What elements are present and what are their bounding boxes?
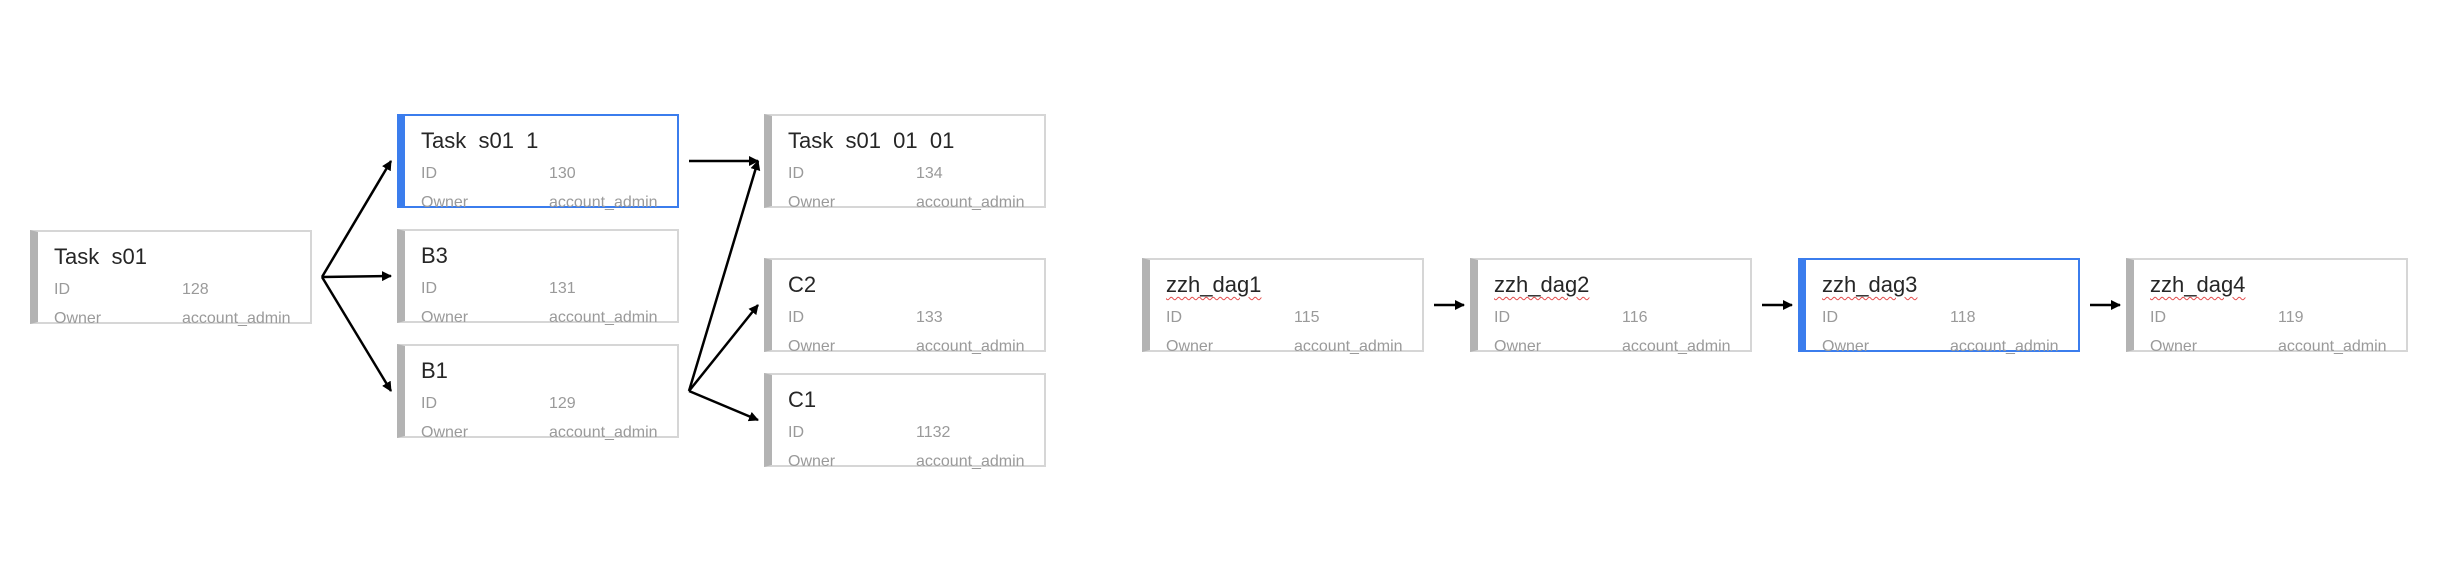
node-id-value: 129	[549, 395, 576, 412]
node-id-value: 119	[2278, 309, 2304, 326]
node-id-value: 1132	[916, 424, 951, 441]
node-id-label: ID	[788, 309, 804, 326]
dag-node-task-s01[interactable]: Task s01 ID 128 Owner account_admin	[30, 230, 312, 327]
node-owner-label: Owner	[1166, 338, 1214, 355]
node-title: Task s01	[54, 244, 147, 269]
node-owner-label: Owner	[54, 310, 102, 327]
node-owner-label: Owner	[2150, 338, 2198, 355]
node-title: B1	[421, 358, 448, 383]
dag-node-zzh-dag3[interactable]: zzh_dag3 ID 118 Owner account_admin	[1798, 258, 2080, 355]
node-title: zzh_dag1	[1166, 272, 1262, 297]
node-id-label: ID	[788, 165, 804, 182]
node-id-label: ID	[1822, 309, 1838, 326]
node-owner-value: account_admin	[549, 309, 658, 326]
dag-node-zzh-dag1[interactable]: zzh_dag1 ID 115 Owner account_admin	[1142, 258, 1424, 355]
node-id-value: 128	[182, 281, 209, 298]
node-id-value: 118	[1950, 309, 1976, 326]
node-owner-label: Owner	[1822, 338, 1870, 355]
node-id-value: 133	[916, 309, 943, 326]
edge-b1-to-c2	[688, 304, 759, 392]
node-id-value: 130	[549, 165, 576, 182]
node-owner-label: Owner	[788, 453, 836, 470]
node-title: Task s01 1	[421, 128, 539, 153]
dag-node-c2[interactable]: C2 ID 133 Owner account_admin	[764, 258, 1046, 355]
edge-task_s01-to-b3	[321, 271, 392, 282]
node-owner-value: account_admin	[916, 338, 1025, 355]
node-owner-label: Owner	[788, 338, 836, 355]
node-id-label: ID	[421, 395, 437, 412]
node-owner-value: account_admin	[549, 194, 658, 211]
dag-node-task-s01-1[interactable]: Task s01 1 ID 130 Owner account_admin	[397, 114, 679, 211]
node-owner-value: account_admin	[1294, 338, 1403, 355]
dag-node-b3[interactable]: B3 ID 131 Owner account_admin	[397, 229, 679, 326]
edge-task_s01-to-b1	[320, 276, 393, 392]
node-id-value: 134	[916, 165, 943, 182]
edge-b1-to-task_s01_01_01	[687, 160, 761, 392]
node-owner-value: account_admin	[916, 194, 1025, 211]
node-owner-label: Owner	[1494, 338, 1542, 355]
node-owner-value: account_admin	[549, 424, 658, 441]
node-id-label: ID	[2150, 309, 2166, 326]
node-id-value: 131	[549, 280, 576, 297]
node-owner-value: account_admin	[916, 453, 1025, 470]
dag-node-zzh-dag2[interactable]: zzh_dag2 ID 116 Owner account_admin	[1470, 258, 1752, 355]
node-title: zzh_dag4	[2150, 272, 2246, 297]
node-title: Task s01 01 01	[788, 128, 955, 153]
edge-b1-to-c1	[688, 389, 759, 422]
node-owner-value: account_admin	[182, 310, 291, 327]
node-owner-label: Owner	[421, 309, 469, 326]
node-title: C1	[788, 387, 817, 412]
dag-node-task-s01-01-01[interactable]: Task s01 01 01 ID 134 Owner account_admi…	[764, 114, 1046, 211]
dag-node-zzh-dag4[interactable]: zzh_dag4 ID 119 Owner account_admin	[2126, 258, 2408, 355]
node-owner-value: account_admin	[1950, 338, 2059, 355]
node-owner-value: account_admin	[1622, 338, 1731, 355]
node-id-value: 116	[1622, 309, 1648, 326]
node-id-value: 115	[1294, 309, 1320, 326]
node-id-label: ID	[788, 424, 804, 441]
dag-node-c1[interactable]: C1 ID 1132 Owner account_admin	[764, 373, 1046, 470]
node-owner-label: Owner	[421, 194, 469, 211]
node-id-label: ID	[1166, 309, 1182, 326]
node-owner-value: account_admin	[2278, 338, 2387, 355]
node-owner-label: Owner	[421, 424, 469, 441]
node-id-label: ID	[54, 281, 70, 298]
node-title: zzh_dag3	[1822, 272, 1918, 297]
node-id-label: ID	[1494, 309, 1510, 326]
dag-node-b1[interactable]: B1 ID 129 Owner account_admin	[397, 344, 679, 441]
node-title: zzh_dag2	[1494, 272, 1590, 297]
node-id-label: ID	[421, 280, 437, 297]
node-owner-label: Owner	[788, 194, 836, 211]
edge-task_s01-to-task_s01_1	[320, 160, 393, 278]
node-title: B3	[421, 243, 448, 268]
node-id-label: ID	[421, 165, 437, 182]
node-title: C2	[788, 272, 817, 297]
